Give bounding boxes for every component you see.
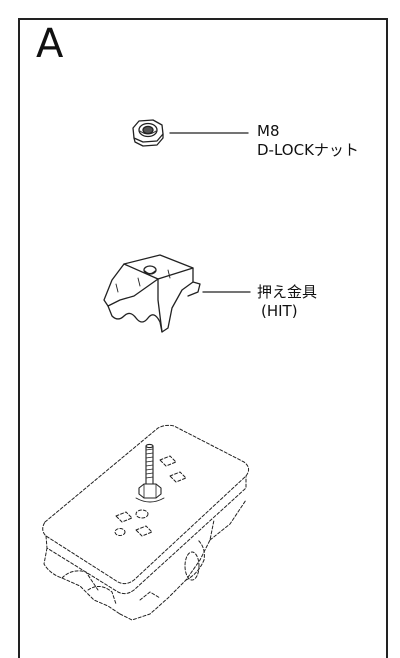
nut-label: M8 D-LOCKナット [257, 122, 359, 160]
parts-illustration [42, 119, 251, 621]
nut-size-text: M8 [257, 122, 280, 140]
lock-nut-drawing [132, 119, 164, 147]
clamp-label: 押え金具 (HIT) [257, 283, 317, 321]
section-letter: A [36, 21, 64, 67]
nut-name-text: D-LOCKナット [257, 141, 359, 159]
diagram-frame [18, 18, 388, 658]
clamp-code-text: (HIT) [261, 302, 298, 320]
clamp-bracket-drawing [103, 254, 201, 333]
base-assembly-drawing [42, 424, 250, 621]
clamp-name-text: 押え金具 [257, 283, 318, 301]
